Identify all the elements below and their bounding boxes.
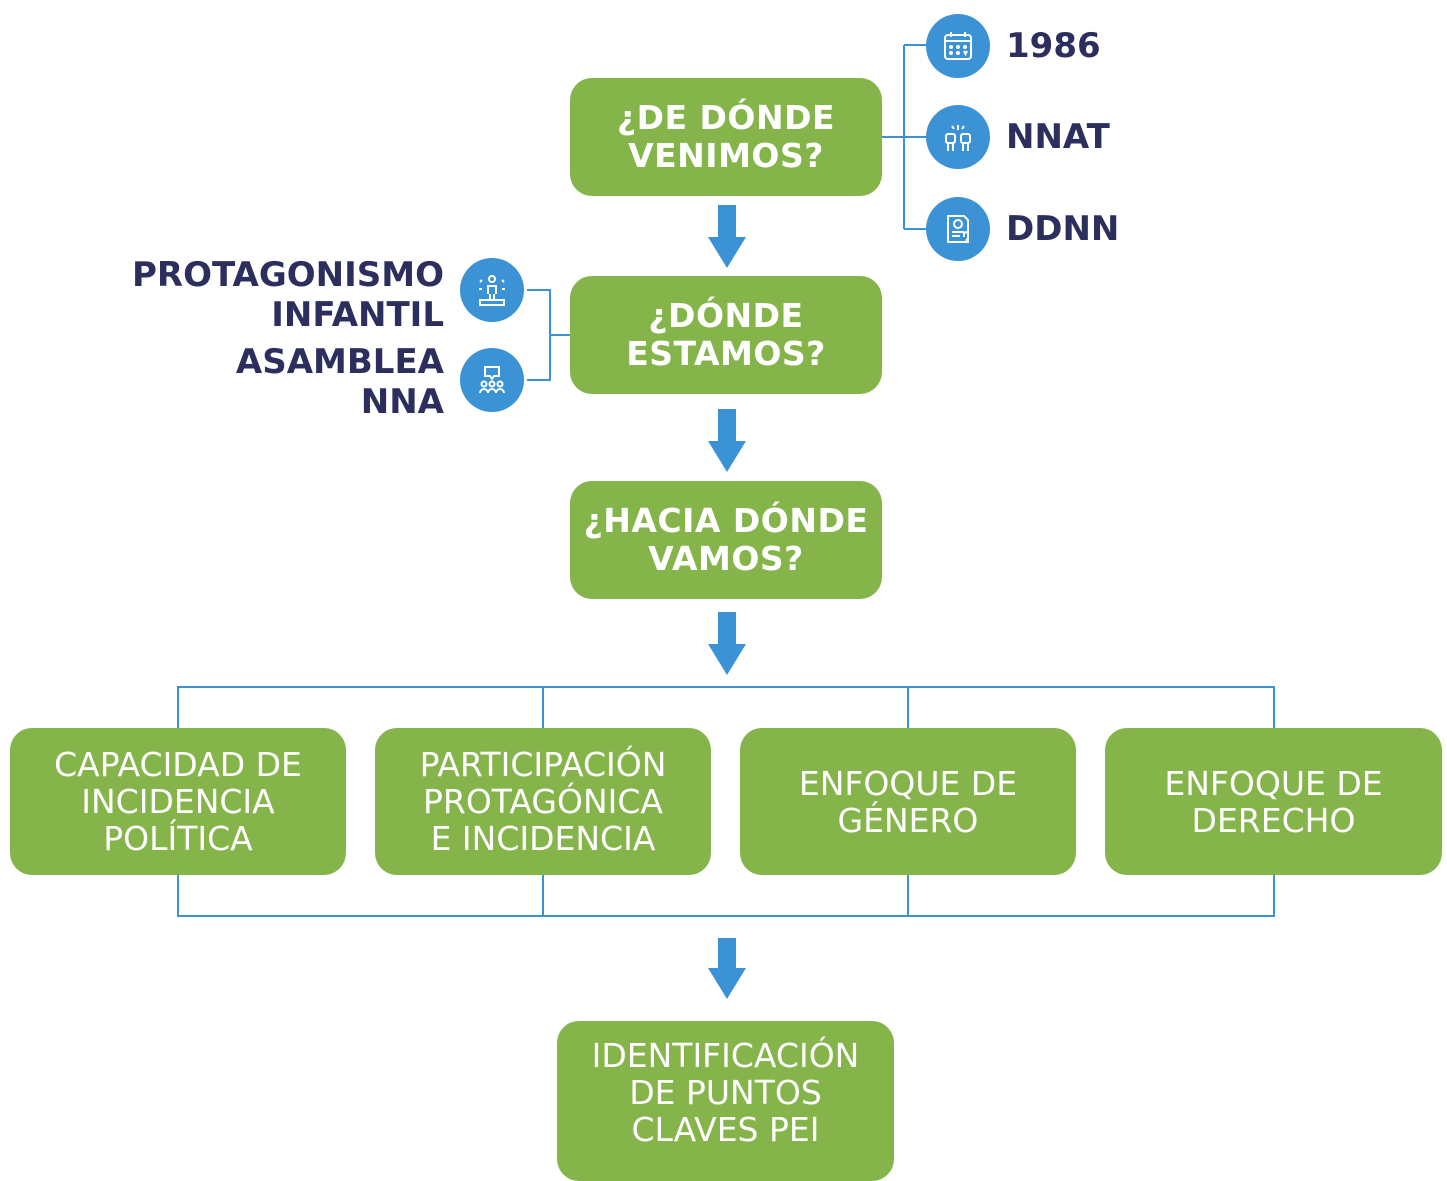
pillar-1-line1: CAPACIDAD DE [54, 745, 302, 784]
origin-label-ddnn: DDNN [1006, 209, 1120, 249]
step-where-to-line1: ¿HACIA DÓNDE [583, 501, 869, 540]
step-where-from-line1: ¿DE DÓNDE [616, 98, 836, 137]
rights-document-icon [926, 197, 990, 261]
raised-fists-icon [926, 105, 990, 169]
present-label-asamblea-line2: NNA [360, 382, 444, 422]
pillar-incidencia-politica: CAPACIDAD DE INCIDENCIA POLÍTICA [10, 728, 346, 875]
origin-label-nnat: NNAT [1006, 117, 1110, 157]
present-label-protagonismo-line1: PROTAGONISMO [131, 255, 444, 295]
calendar-icon [926, 14, 990, 78]
arrow-down-icon [708, 612, 746, 675]
pillars-top-connector [177, 686, 1275, 728]
pillar-4-line1: ENFOQUE DE [1164, 763, 1383, 803]
origin-label-year: 1986 [1006, 26, 1101, 66]
pillar-participacion-protagonica: PARTICIPACIÓN PROTAGÓNICA E INCIDENCIA [375, 728, 711, 875]
arrow-down-icon [708, 409, 746, 472]
pillar-2-line1: PARTICIPACIÓN [419, 745, 667, 784]
person-on-podium-icon [460, 258, 524, 322]
step-where-are-we: ¿DÓNDE ESTAMOS? [570, 276, 882, 394]
step-where-to-line2: VAMOS? [648, 539, 804, 578]
present-connector [527, 289, 570, 381]
pillar-2-line3: E INCIDENCIA [430, 819, 656, 858]
origins-connector [882, 44, 928, 230]
pillar-2-line2: PROTAGÓNICA [423, 782, 663, 821]
arrow-down-icon [708, 938, 746, 999]
pillar-3-line1: ENFOQUE DE [798, 763, 1018, 803]
step-where-are-we-line2: ESTAMOS? [626, 334, 826, 373]
pillars-bottom-connector [177, 875, 1275, 917]
present-label-asamblea-line1: ASAMBLEA [235, 342, 444, 382]
present-label-protagonismo: PROTAGONISMO INFANTIL [132, 255, 444, 335]
pillar-1-line2: INCIDENCIA [81, 782, 275, 821]
step-where-are-we-line1: ¿DÓNDE [648, 296, 804, 335]
pillar-1-line3: POLÍTICA [103, 819, 253, 858]
step-where-from-line2: VENIMOS? [628, 136, 824, 175]
result-puntos-claves: IDENTIFICACIÓN DE PUNTOS CLAVES PEI [557, 1021, 894, 1181]
arrow-down-icon [708, 205, 746, 268]
present-label-asamblea: ASAMBLEA NNA [236, 342, 444, 422]
result-line2: DE PUNTOS [629, 1073, 822, 1112]
present-label-protagonismo-line2: INFANTIL [271, 295, 444, 335]
group-discussion-icon [460, 348, 524, 412]
step-where-from: ¿DE DÓNDE VENIMOS? [570, 78, 882, 196]
result-line3: CLAVES PEI [631, 1110, 820, 1149]
result-line1: IDENTIFICACIÓN [591, 1036, 860, 1075]
pillar-enfoque-derecho: ENFOQUE DE DERECHO [1105, 728, 1442, 875]
pillar-3-line2: GÉNERO [837, 800, 979, 840]
step-where-to: ¿HACIA DÓNDE VAMOS? [570, 481, 882, 599]
pillar-enfoque-genero: ENFOQUE DE GÉNERO [740, 728, 1076, 875]
pillar-4-line2: DERECHO [1191, 800, 1356, 840]
